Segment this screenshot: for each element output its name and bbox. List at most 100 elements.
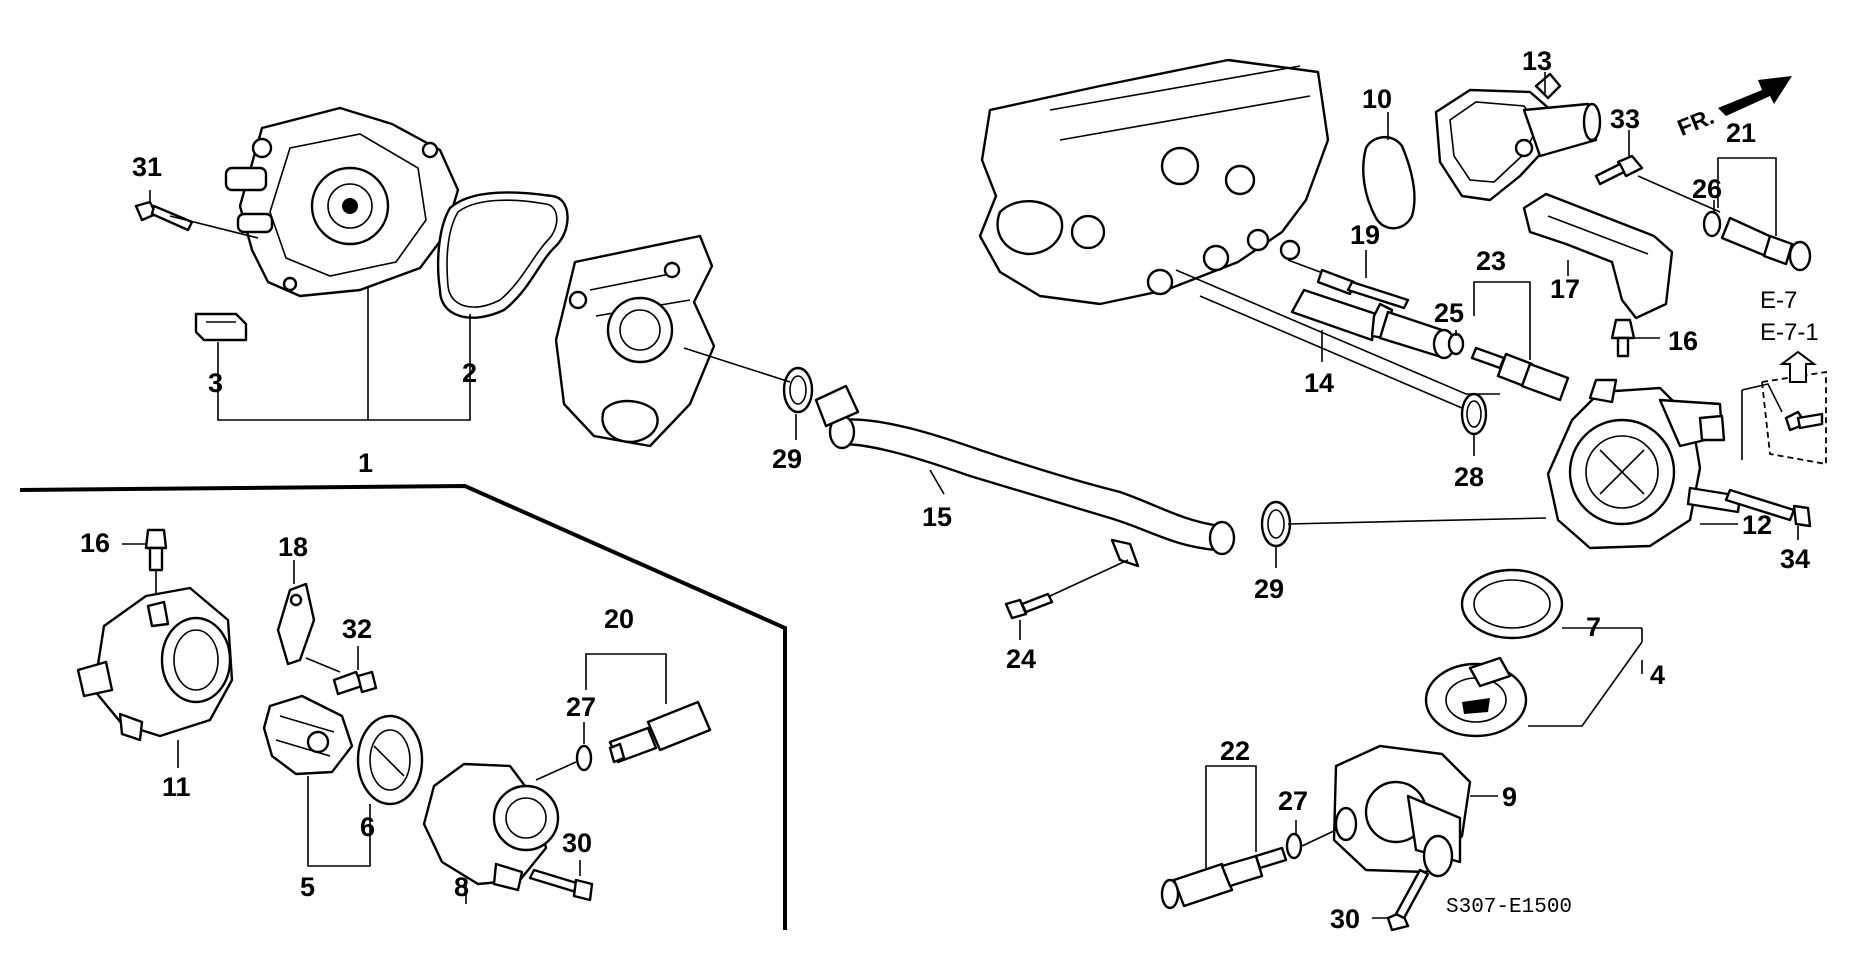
callout-8: 8 bbox=[454, 872, 469, 902]
sensor-16-left[interactable] bbox=[144, 528, 168, 572]
seal-ring-10[interactable] bbox=[1362, 136, 1416, 230]
thermostat-cover-9[interactable] bbox=[1332, 744, 1472, 878]
callout-21: 21 bbox=[1726, 118, 1756, 148]
leader-29-lower bbox=[1275, 517, 1547, 568]
callout-12: 12 bbox=[1742, 510, 1772, 540]
callout-32: 32 bbox=[342, 614, 372, 644]
water-outlet-13[interactable] bbox=[1434, 72, 1602, 202]
thermostat-4[interactable] bbox=[1424, 656, 1528, 738]
leader-24 bbox=[1019, 559, 1129, 640]
callout-29-upper: 29 bbox=[772, 444, 802, 474]
water-pump[interactable] bbox=[224, 106, 460, 298]
reference-box bbox=[1761, 370, 1827, 466]
washer-25[interactable] bbox=[1447, 332, 1465, 356]
callout-27-right: 27 bbox=[1278, 786, 1308, 816]
callout-34: 34 bbox=[1780, 544, 1810, 574]
callout-25: 25 bbox=[1434, 298, 1464, 328]
o-ring-29-lower[interactable] bbox=[1260, 500, 1292, 548]
callout-27-left: 27 bbox=[566, 692, 596, 722]
callout-7: 7 bbox=[1586, 612, 1601, 642]
thermostat-housing-11[interactable] bbox=[76, 586, 234, 742]
callout-31: 31 bbox=[132, 152, 162, 182]
engine-block-center bbox=[554, 234, 716, 448]
bolt-30-left[interactable] bbox=[528, 868, 594, 902]
sensor-19[interactable] bbox=[1287, 259, 1410, 310]
leader-e7 bbox=[1741, 383, 1783, 460]
bracket-18[interactable] bbox=[276, 582, 316, 666]
leader-20 bbox=[585, 653, 667, 704]
sensor-16-right[interactable] bbox=[1610, 318, 1636, 358]
gasket-6[interactable] bbox=[356, 714, 424, 806]
variant-section-border bbox=[19, 483, 787, 930]
bracket-17[interactable] bbox=[1522, 192, 1674, 320]
callout-10: 10 bbox=[1362, 84, 1392, 114]
leader-31 bbox=[149, 190, 259, 239]
bolt-34[interactable] bbox=[1724, 488, 1812, 528]
water-pipe-15[interactable] bbox=[814, 384, 1236, 568]
reference-e7-1[interactable]: E-7-1 bbox=[1760, 319, 1819, 346]
callout-14: 14 bbox=[1304, 368, 1334, 398]
callout-1: 1 bbox=[358, 448, 373, 478]
callout-18: 18 bbox=[278, 532, 308, 562]
bolt-24[interactable] bbox=[1004, 592, 1054, 620]
thermostat-5[interactable] bbox=[262, 694, 354, 776]
leader-5-6 bbox=[307, 776, 371, 867]
pump-clip[interactable] bbox=[194, 312, 248, 342]
washer-27-right[interactable] bbox=[1285, 832, 1303, 860]
callout-33: 33 bbox=[1610, 104, 1640, 134]
bolt-31[interactable] bbox=[134, 200, 194, 232]
leader-head-28 bbox=[1199, 295, 1477, 415]
callout-30-left: 30 bbox=[562, 828, 592, 858]
callout-26: 26 bbox=[1692, 174, 1722, 204]
bolt-32[interactable] bbox=[332, 670, 378, 696]
callout-3: 3 bbox=[208, 368, 223, 398]
reference-e7[interactable]: E-7 bbox=[1760, 287, 1797, 314]
leader-27-right bbox=[1295, 820, 1337, 847]
sensor-21[interactable] bbox=[1720, 216, 1812, 272]
washer-26[interactable] bbox=[1702, 210, 1722, 238]
leader-33 bbox=[1628, 130, 1721, 213]
sensor-23[interactable] bbox=[1470, 346, 1570, 402]
o-ring-29-upper[interactable] bbox=[782, 366, 814, 414]
gasket-7[interactable] bbox=[1460, 568, 1564, 640]
leader-27-left bbox=[535, 722, 585, 781]
callout-13: 13 bbox=[1522, 46, 1552, 76]
callout-15: 15 bbox=[922, 502, 952, 532]
callout-29-lower: 29 bbox=[1254, 574, 1284, 604]
thermostat-housing-12[interactable] bbox=[1546, 378, 1742, 550]
callout-labels: 1 2 3 31 10 13 33 21 26 17 19 23 25 16 1… bbox=[80, 46, 1810, 934]
callout-11: 11 bbox=[162, 772, 191, 802]
pipe-fitting-14[interactable] bbox=[1290, 288, 1456, 360]
callout-5: 5 bbox=[300, 872, 315, 902]
leader-15 bbox=[929, 469, 945, 495]
callout-16-right: 16 bbox=[1668, 326, 1698, 356]
front-indicator-label: FR. bbox=[1674, 103, 1718, 141]
front-arrow-icon bbox=[1718, 76, 1792, 116]
bolt-33[interactable] bbox=[1594, 154, 1644, 186]
callout-16-left: 16 bbox=[80, 528, 110, 558]
callout-24: 24 bbox=[1006, 644, 1036, 674]
o-ring-28[interactable] bbox=[1460, 392, 1488, 436]
thermostat-cover-8[interactable] bbox=[422, 762, 560, 892]
callout-19: 19 bbox=[1350, 220, 1380, 250]
leader-29-upper bbox=[683, 347, 797, 440]
callout-22: 22 bbox=[1220, 736, 1250, 766]
diagram-code: S307-E1500 bbox=[1446, 896, 1572, 919]
callout-28: 28 bbox=[1454, 462, 1484, 492]
sensor-22[interactable] bbox=[1160, 846, 1288, 910]
engine-cylinder-head bbox=[978, 58, 1330, 306]
leader-head-14 bbox=[1175, 269, 1500, 395]
leader-4 bbox=[1528, 628, 1643, 727]
callout-20: 20 bbox=[604, 604, 634, 634]
leader-18 bbox=[293, 560, 341, 673]
bolt-30-lower[interactable] bbox=[1386, 868, 1430, 932]
callout-6: 6 bbox=[360, 812, 375, 842]
up-arrow-icon bbox=[1779, 350, 1817, 383]
water-pump-gasket[interactable] bbox=[436, 191, 569, 319]
callout-2: 2 bbox=[462, 358, 477, 388]
leader-21 bbox=[1717, 157, 1777, 236]
sensor-20[interactable] bbox=[608, 700, 712, 764]
washer-27-left[interactable] bbox=[575, 744, 593, 772]
leader-bracket-1-2-3 bbox=[217, 286, 471, 421]
